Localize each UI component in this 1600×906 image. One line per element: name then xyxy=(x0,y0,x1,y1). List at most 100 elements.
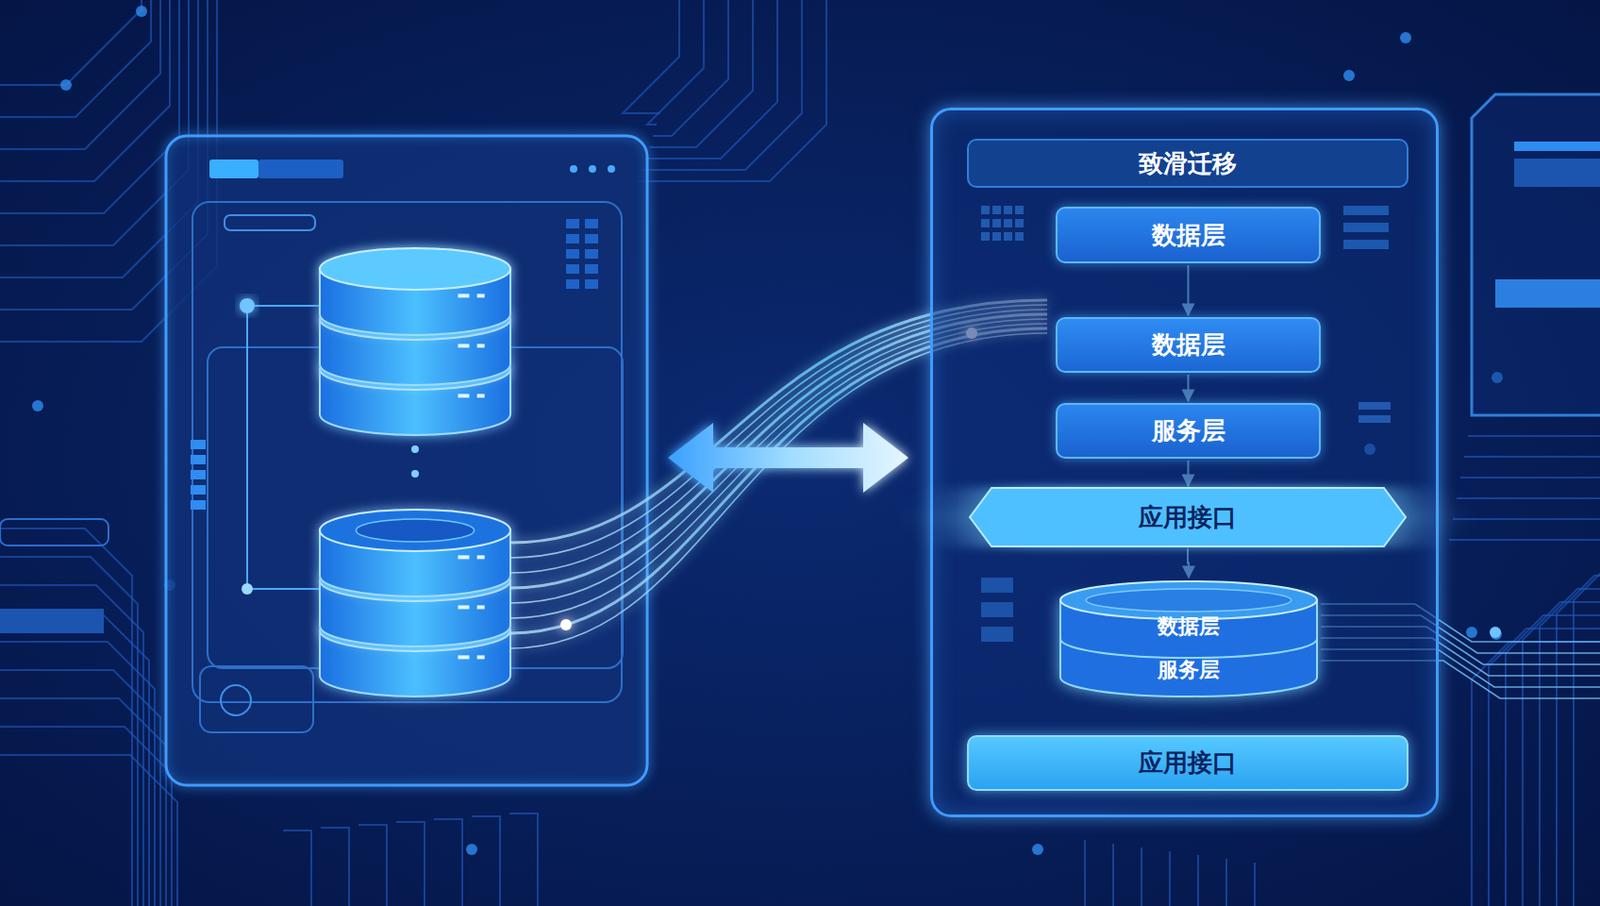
circuit-trace xyxy=(320,827,350,906)
circuit-trace xyxy=(0,669,161,906)
side-frame xyxy=(1471,94,1600,416)
circuit-pad xyxy=(32,400,44,412)
panel-slot xyxy=(224,215,316,231)
circuit-trace xyxy=(1467,434,1600,437)
status-bar xyxy=(566,279,580,289)
side-frame xyxy=(0,518,109,546)
layer-label: 应用接口 xyxy=(1138,746,1237,780)
circuit-trace xyxy=(645,0,778,159)
panel-title: 致滑迁移 xyxy=(966,138,1409,188)
circuit-trace xyxy=(1456,497,1600,500)
ellipsis-dot xyxy=(411,445,419,453)
circuit-trace xyxy=(647,0,704,125)
status-bar xyxy=(566,233,580,244)
layer-label: 数据层 xyxy=(1157,612,1220,641)
circuit-pad xyxy=(60,79,72,91)
circuit-pad xyxy=(135,5,148,17)
circuit-trace xyxy=(1253,862,1256,906)
disc-led xyxy=(457,604,469,609)
panel-inner-frame xyxy=(207,347,623,668)
circuit-trace xyxy=(649,0,753,148)
wire xyxy=(246,305,249,589)
circuit-trace xyxy=(0,754,178,906)
wire xyxy=(247,304,321,307)
circuit-trace xyxy=(0,0,151,117)
circuit-trace xyxy=(0,726,172,906)
circuit-trace xyxy=(0,698,167,906)
circuit-pad xyxy=(1343,69,1355,82)
disc-top xyxy=(319,509,511,551)
circuit-pad xyxy=(1466,626,1478,638)
disc-led xyxy=(477,393,485,398)
circuit-trace xyxy=(396,821,425,906)
circuit-trace xyxy=(283,830,312,906)
layer-label: 服务层 xyxy=(1151,414,1226,448)
circuit-trace xyxy=(1197,854,1200,906)
circuit-trace xyxy=(1556,575,1600,906)
status-bar xyxy=(584,264,599,274)
circuit-trace xyxy=(1449,538,1600,541)
circuit-trace xyxy=(1460,476,1600,479)
database-disc xyxy=(319,509,511,597)
circuit-pad xyxy=(466,843,478,855)
circuit-trace xyxy=(1140,847,1143,906)
circuit-trace xyxy=(0,0,170,182)
status-bar xyxy=(584,233,599,244)
double-arrow-shape xyxy=(667,422,909,493)
status-bar xyxy=(584,279,599,289)
circuit-trace xyxy=(622,0,680,114)
status-bar xyxy=(566,218,580,229)
status-bar xyxy=(190,469,206,480)
layer-label: 应用接口 xyxy=(1138,500,1237,534)
circuit-trace xyxy=(1168,850,1171,906)
cylinder-rim xyxy=(1085,588,1292,612)
window-dot xyxy=(588,165,597,173)
circuit-trace xyxy=(0,0,180,214)
circuit-trace xyxy=(641,0,802,170)
layer-box: 服务层 xyxy=(1055,402,1321,459)
interface-box: 应用接口 xyxy=(966,734,1409,791)
circuit-trace xyxy=(1505,615,1600,906)
circuit-trace xyxy=(358,824,387,906)
status-bar xyxy=(190,454,206,465)
circuit-trace xyxy=(1573,562,1600,906)
disc-led xyxy=(477,554,485,559)
title-bar-mark xyxy=(209,159,259,179)
side-bar xyxy=(0,608,104,634)
circuit-trace xyxy=(652,0,729,136)
disc-led xyxy=(477,293,485,298)
wire-node xyxy=(1489,626,1501,638)
interface-hexagon: 应用接口 xyxy=(969,487,1406,547)
cylinder-top xyxy=(1060,581,1317,619)
database-disc xyxy=(319,248,511,335)
cylinder-body xyxy=(1060,600,1317,697)
double-arrow xyxy=(667,422,909,493)
circuit-trace xyxy=(0,0,189,246)
layer-box: 数据层 xyxy=(1055,316,1321,373)
disc-led xyxy=(477,343,485,348)
layer-label: 数据层 xyxy=(1151,218,1226,252)
circuit-trace xyxy=(1112,843,1115,906)
side-bar xyxy=(1514,158,1600,187)
hexagon-shape xyxy=(969,487,1406,547)
window-dot xyxy=(569,165,578,173)
status-bar xyxy=(566,264,580,274)
disc-led xyxy=(477,654,485,659)
circuit-trace xyxy=(433,818,463,906)
circuit-trace xyxy=(1539,588,1600,906)
panel-frame xyxy=(166,135,648,785)
circuit-trace xyxy=(1471,641,1600,906)
flow-node xyxy=(560,618,572,631)
circuit-trace xyxy=(1225,858,1228,906)
circuit-trace xyxy=(637,0,827,182)
layer-box: 数据层 xyxy=(1055,206,1321,264)
database-stacks xyxy=(319,248,511,697)
disc-hole xyxy=(355,518,474,542)
source-database-panel xyxy=(166,135,648,785)
status-bar xyxy=(584,218,599,229)
wire-node xyxy=(239,298,255,314)
layer-cylinder: 数据层服务层 xyxy=(1058,579,1319,697)
panel-slot xyxy=(200,666,314,733)
